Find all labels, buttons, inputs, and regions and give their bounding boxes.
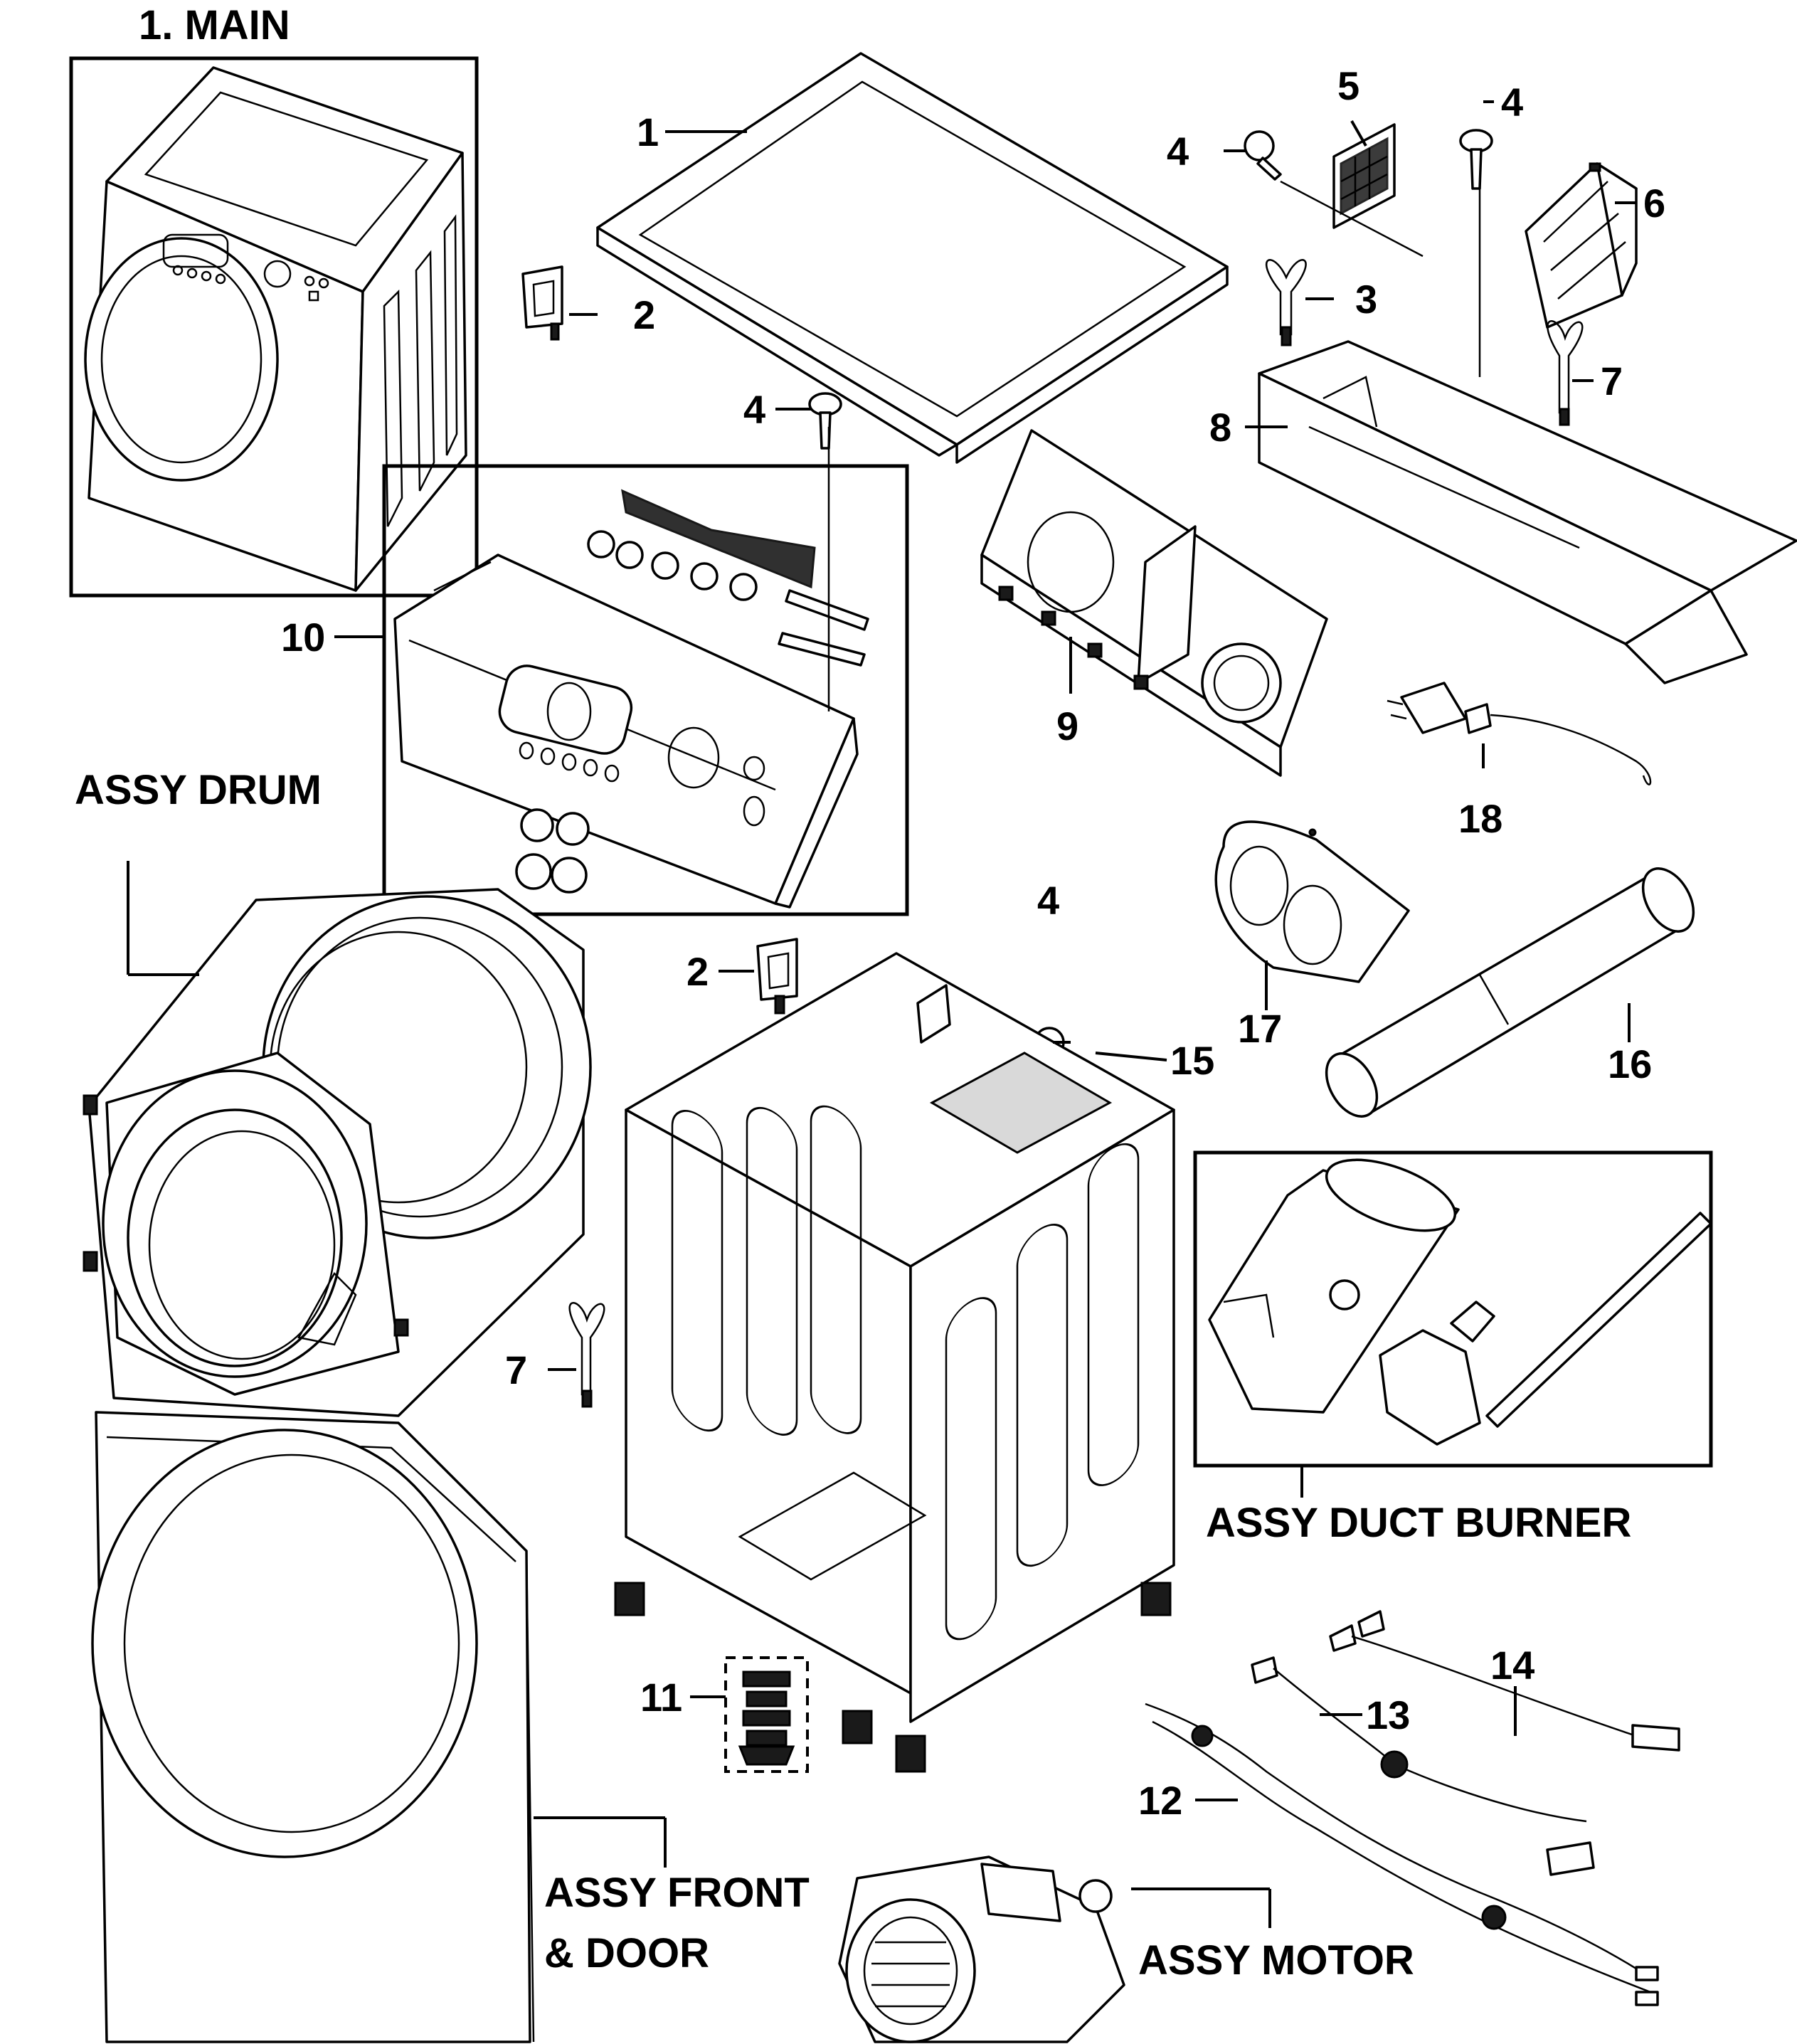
callout-5: 5 bbox=[1337, 63, 1359, 108]
part-8-panel-frame bbox=[1258, 189, 1797, 684]
dryer-overview-illustration bbox=[84, 66, 467, 592]
callout-18: 18 bbox=[1458, 796, 1502, 841]
motor-assembly bbox=[838, 1855, 1125, 2043]
part-7-wire-clamp-b bbox=[568, 1302, 605, 1408]
part-15-cabinet bbox=[614, 952, 1175, 1773]
main-inset-frame bbox=[69, 56, 479, 598]
callout-11: 11 bbox=[640, 1675, 682, 1720]
part-13-harness bbox=[1251, 1656, 1595, 1876]
callout-2-upper: 2 bbox=[633, 292, 655, 337]
assembly-labels: ASSY DRUM ASSY DUCT BURNER ASSY FRONT & … bbox=[75, 767, 1631, 1984]
part-4-screw-a bbox=[1244, 130, 1282, 181]
part-5-filter-grille bbox=[1280, 123, 1424, 258]
callout-1: 1 bbox=[637, 110, 659, 154]
callout-2-lower: 2 bbox=[687, 949, 709, 994]
callout-17: 17 bbox=[1238, 1006, 1282, 1051]
assy-drum-label: ASSY DRUM bbox=[75, 767, 322, 813]
callout-8: 8 bbox=[1209, 405, 1231, 450]
callout-10: 10 bbox=[281, 615, 325, 660]
part-2-clip-upper bbox=[521, 265, 563, 341]
callout-13: 13 bbox=[1366, 1693, 1410, 1737]
callout-4-b: 4 bbox=[1501, 80, 1523, 125]
callout-6: 6 bbox=[1643, 181, 1665, 226]
callout-7-upper: 7 bbox=[1601, 359, 1623, 403]
part-16-duct bbox=[1325, 867, 1695, 1118]
part-1-top-cover bbox=[596, 52, 1229, 464]
callout-12: 12 bbox=[1138, 1778, 1182, 1823]
part-18-power-cord bbox=[1387, 682, 1652, 785]
leader-lines bbox=[127, 100, 1636, 1928]
part-10-control-panel bbox=[382, 427, 909, 916]
callout-15: 15 bbox=[1170, 1038, 1214, 1083]
part-2-clip-lower bbox=[756, 938, 798, 1015]
duct-burner-inset-frame bbox=[1193, 1150, 1713, 1468]
part-4-screw-b bbox=[1459, 129, 1493, 190]
callout-7-lower: 7 bbox=[505, 1347, 527, 1392]
callout-labels: 1 2 2 3 4 4 4 4 5 6 7 7 8 9 10 11 12 13 … bbox=[281, 63, 1665, 1823]
assy-motor-label: ASSY MOTOR bbox=[1138, 1937, 1414, 1984]
drum-assembly bbox=[83, 888, 592, 1417]
callout-14: 14 bbox=[1490, 1643, 1534, 1688]
part-9-pcb-assembly bbox=[980, 429, 1328, 777]
part-14-harness bbox=[1329, 1610, 1680, 1752]
callout-9: 9 bbox=[1056, 704, 1078, 748]
callout-4-a: 4 bbox=[1167, 129, 1189, 174]
front-door-assembly bbox=[91, 1411, 535, 2043]
part-4-screw-c bbox=[808, 392, 842, 450]
callout-16: 16 bbox=[1608, 1042, 1652, 1086]
diagram-title: 1. MAIN bbox=[139, 2, 290, 48]
callout-3: 3 bbox=[1355, 277, 1377, 322]
assy-front-door-label-line2: & DOOR bbox=[544, 1930, 709, 1976]
callout-4-c: 4 bbox=[743, 387, 765, 432]
part-12-harness bbox=[1145, 1703, 1659, 2006]
main-dryer-inset bbox=[69, 56, 479, 598]
assy-front-door-label-line1: ASSY FRONT bbox=[544, 1870, 810, 1916]
callout-4-d: 4 bbox=[1037, 878, 1059, 923]
part-11-leveling-foot bbox=[724, 1656, 809, 1773]
control-panel-inset-frame bbox=[382, 464, 909, 916]
part-17-duct-cover bbox=[1214, 820, 1410, 983]
part-7-wire-clamp-a bbox=[1547, 320, 1584, 426]
assy-duct-burner-label: ASSY DUCT BURNER bbox=[1206, 1500, 1631, 1546]
part-6-bracket bbox=[1525, 162, 1638, 329]
duct-burner-assembly bbox=[1193, 1150, 1713, 1468]
part-3-wire-clamp bbox=[1266, 259, 1307, 346]
